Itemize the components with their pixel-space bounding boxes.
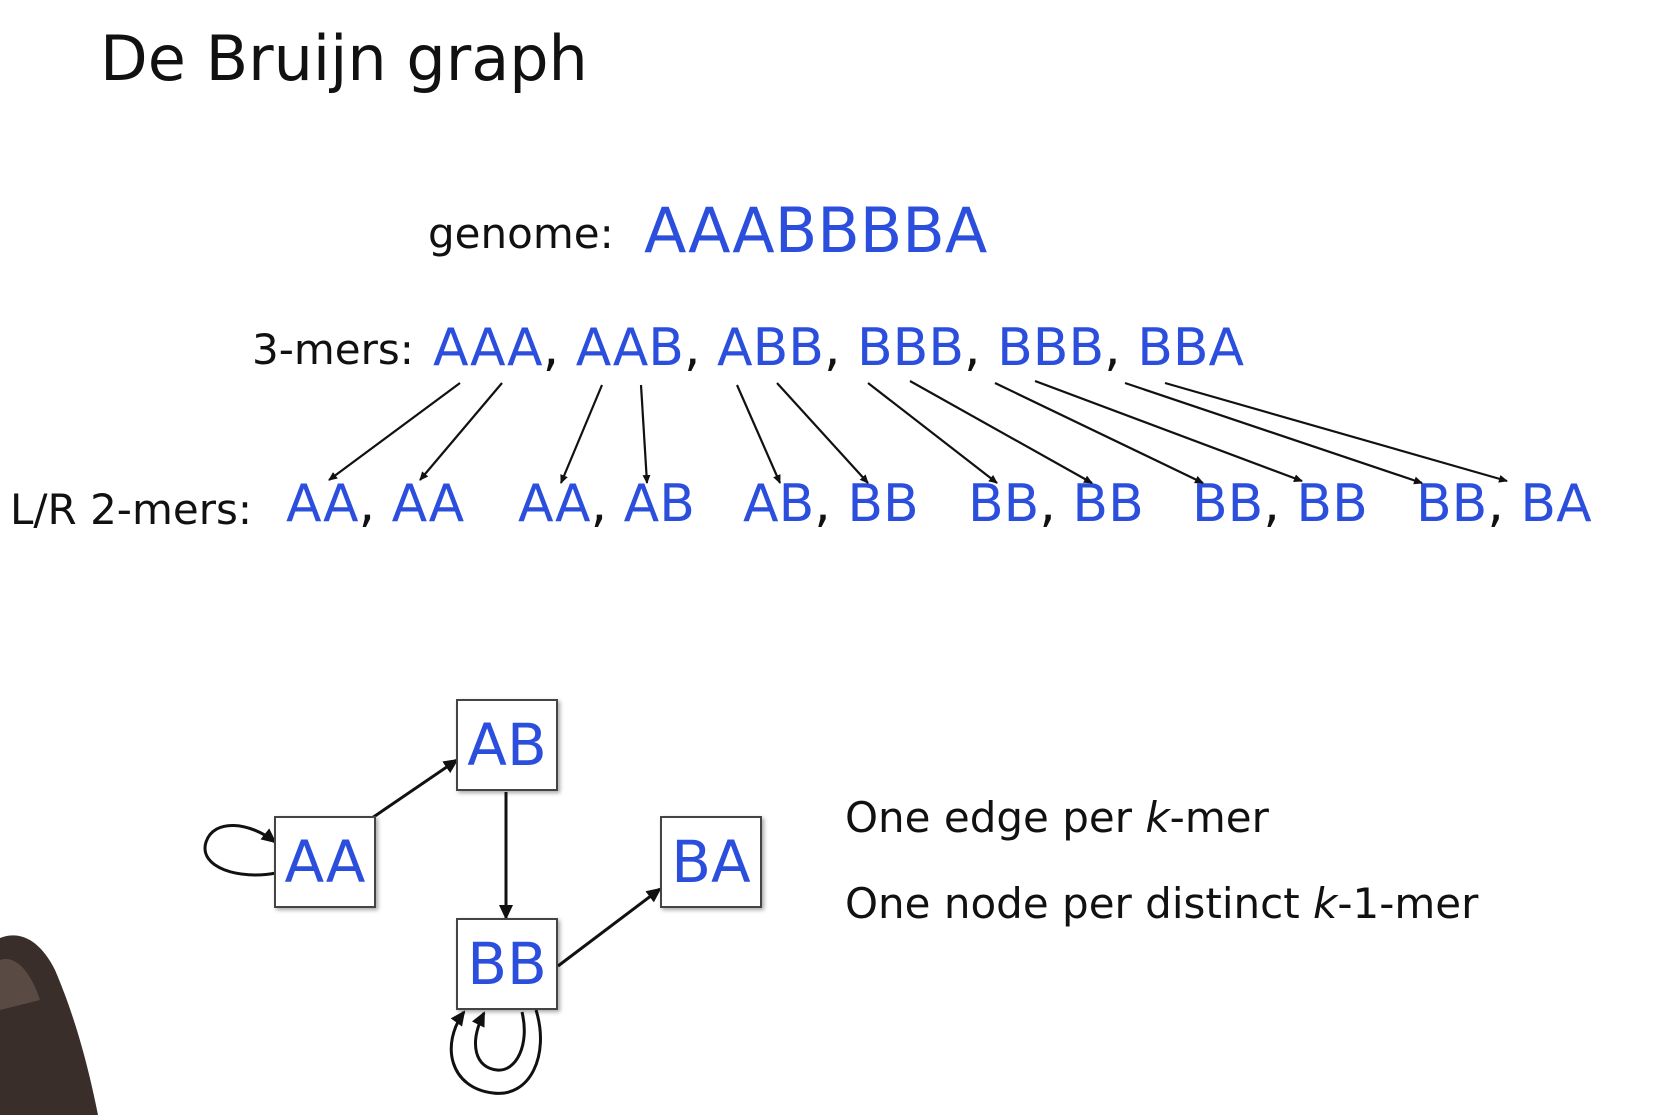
edge-aa-ab (371, 758, 459, 820)
split-arrow (639, 384, 651, 484)
kmer-item: AAA (433, 318, 543, 378)
pair-separator: , (1039, 474, 1056, 534)
kmer-separator: , (823, 318, 841, 378)
split-arrow (419, 382, 503, 481)
pair-separator: , (1263, 474, 1280, 534)
note-italic: k (1313, 879, 1338, 928)
pair-separator: , (590, 474, 608, 534)
left-2mer: BB (968, 474, 1040, 534)
split-arrow (1034, 379, 1303, 483)
page-title: De Bruijn graph (100, 22, 588, 95)
graph-node-bb: BB (456, 918, 558, 1010)
note-text: -mer (1169, 793, 1269, 842)
kmer-separator: , (1104, 318, 1121, 378)
right-2mer: BB (1072, 474, 1144, 534)
split-arrow (328, 382, 461, 481)
kmer-item: BBB (857, 318, 965, 378)
edge-bb-self-outer (449, 1009, 542, 1095)
lr-2mer-pair: BB, BB (968, 478, 1144, 530)
split-arrow (1164, 381, 1508, 483)
lr-2mer-pair: AB, BB (743, 478, 919, 530)
kmer-separator: , (964, 318, 981, 378)
left-2mer: BB (1416, 474, 1488, 534)
left-2mer: AB (743, 474, 815, 534)
split-arrow (909, 380, 1093, 484)
right-2mer: AB (623, 474, 695, 534)
right-2mer: BA (1520, 474, 1592, 534)
right-2mer: AA (391, 474, 465, 534)
edge-bb-self-inner (471, 1011, 526, 1072)
split-arrow (776, 382, 869, 484)
left-2mer: AA (286, 474, 359, 534)
split-arrow (994, 382, 1204, 484)
note-text: -1-mer (1337, 879, 1479, 928)
left-2mer: AA (518, 474, 591, 534)
kmer-item: BBB (997, 318, 1105, 378)
note-italic: k (1145, 793, 1170, 842)
kmers-list: AAA, AAB, ABB, BBB, BBB, BBA (433, 322, 1244, 374)
lr-2mer-pair: BB, BB (1192, 478, 1368, 530)
graph-node-ab: AB (456, 699, 558, 791)
lr-2mers-label: L/R 2-mers: (10, 485, 253, 534)
lr-2mer-pair: AA, AA (286, 478, 464, 530)
node-rule-note: One node per distinct k-1-mer (845, 883, 1478, 925)
kmer-item: AAB (575, 318, 684, 378)
split-arrow (735, 384, 782, 484)
note-text: One node per distinct (845, 879, 1314, 928)
edge-bb-ba (557, 887, 662, 968)
lr-2mer-pair: AA, AB (518, 478, 695, 530)
right-2mer: BB (1296, 474, 1368, 534)
edge-rule-note: One edge per k-mer (845, 797, 1269, 839)
kmer-separator: , (683, 318, 701, 378)
pair-separator: , (1487, 474, 1504, 534)
genome-label: genome: (428, 209, 614, 258)
kmers-label: 3-mers: (252, 325, 414, 374)
right-2mer: BB (847, 474, 919, 534)
kmer-item: BBA (1137, 318, 1245, 378)
graph-node-aa: AA (274, 816, 376, 908)
presenter-silhouette (0, 935, 98, 1115)
genome-sequence: AAABBBBA (644, 194, 988, 267)
split-arrow (867, 382, 998, 484)
graph-node-ba: BA (660, 816, 762, 908)
pair-separator: , (814, 474, 831, 534)
pair-separator: , (358, 474, 376, 534)
split-arrow (1124, 381, 1423, 485)
split-arrow (559, 384, 604, 484)
note-text: One edge per (845, 793, 1146, 842)
left-2mer: BB (1192, 474, 1264, 534)
kmer-item: ABB (717, 318, 824, 378)
lr-2mer-pair: BB, BA (1416, 478, 1592, 530)
edge-aa-self (203, 824, 277, 877)
kmer-separator: , (542, 318, 560, 378)
